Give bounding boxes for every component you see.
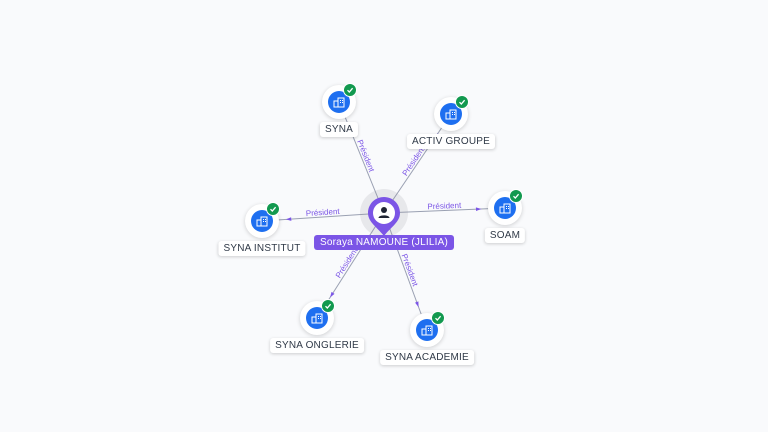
edge-activ-groupe xyxy=(383,113,452,214)
edge-syna-academie xyxy=(383,212,428,331)
building-icon xyxy=(440,103,462,125)
building-icon xyxy=(306,307,328,329)
edge-syna xyxy=(338,101,385,214)
company-name-label[interactable]: SYNA xyxy=(319,122,359,137)
building-icon xyxy=(328,91,350,113)
edge-syna-institut xyxy=(261,212,385,222)
edge-arrow-syna-institut xyxy=(285,217,292,221)
edge-label-syna-institut: Président xyxy=(306,207,341,218)
person-name-label[interactable]: Soraya NAMOUNE (JLILIA) xyxy=(314,235,454,250)
company-name-label[interactable]: SYNA ACADEMIE xyxy=(380,350,474,365)
building-icon xyxy=(251,210,273,232)
edge-label-soam: Président xyxy=(427,201,462,211)
verified-check-icon xyxy=(343,83,357,97)
building-icon xyxy=(494,197,516,219)
company-name-label[interactable]: SYNA INSTITUT xyxy=(218,241,306,256)
building-icon xyxy=(416,319,438,341)
edge-label-syna-academie: Président xyxy=(400,253,420,289)
edge-arrow-soam xyxy=(475,207,482,211)
company-name-label[interactable]: SOAM xyxy=(484,228,526,243)
edge-label-syna-onglerie: Président xyxy=(334,246,360,280)
verified-check-icon xyxy=(455,95,469,109)
verified-check-icon xyxy=(321,299,335,313)
edge-arrow-syna-onglerie xyxy=(330,291,335,298)
verified-check-icon xyxy=(509,189,523,203)
company-name-label[interactable]: ACTIV GROUPE xyxy=(407,134,495,149)
verified-check-icon xyxy=(431,311,445,325)
company-name-label[interactable]: SYNA ONGLERIE xyxy=(270,338,364,353)
person-pin-icon xyxy=(368,197,400,236)
edge-arrow-syna-academie xyxy=(415,301,419,308)
edge-soam xyxy=(383,207,506,214)
verified-check-icon xyxy=(266,202,280,216)
